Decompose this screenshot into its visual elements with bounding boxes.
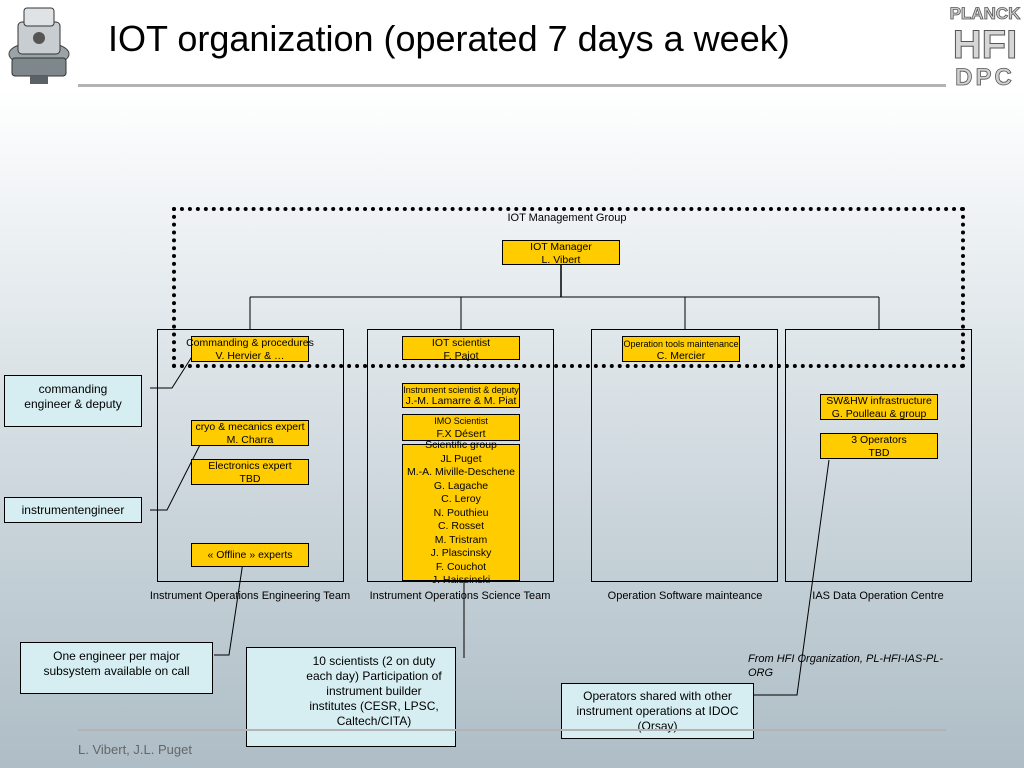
infra-name: G. Poulleau & group: [831, 408, 927, 420]
cryo-role: cryo & mecanics expert: [195, 421, 305, 433]
source-note: From HFI Organization, PL-HFI-IAS-PL-ORG: [748, 653, 943, 679]
engineering-team-label: Instrument Operations Engineering Team: [149, 590, 351, 602]
group-member: JL Puget: [440, 452, 482, 465]
electronics-role: Electronics expert: [208, 460, 292, 472]
commanding-name: V. Hervier & …: [215, 350, 285, 362]
software-column: [591, 329, 778, 582]
commanding-procedures-box: Commanding & procedures V. Hervier & …: [186, 336, 314, 362]
imo-name: F.X Désert: [436, 428, 486, 440]
logo-hfi-text: HFI: [953, 23, 1017, 67]
operators-box: 3 Operators TBD: [820, 433, 938, 459]
operation-tools-name: C. Mercier: [656, 350, 706, 362]
logo-dpc-text: DPC: [955, 64, 1015, 88]
ias-column: [785, 329, 972, 582]
cryo-name: M. Charra: [226, 434, 274, 446]
iot-manager-role: IOT Manager: [530, 241, 592, 253]
group-member: J. Haissinski: [431, 574, 491, 586]
iot-scientist-name: F. Pajot: [443, 350, 479, 362]
deputy-name: J.-M. Lamarre & M. Piat: [405, 395, 517, 407]
iot-scientist-role: IOT scientist: [431, 337, 491, 349]
group-member: M.-A. Miville-Deschene: [407, 466, 515, 478]
iot-manager-name: L. Vibert: [541, 254, 581, 266]
logo-planck-text: PLANCK: [950, 4, 1022, 23]
electronics-expert-box: Electronics expert TBD: [191, 459, 309, 485]
planck-hfi-dpc-logo: PLANCK HFI DPC: [948, 2, 1022, 92]
group-member: J. Plascinsky: [430, 547, 492, 559]
footer-authors: L. Vibert, J.L. Puget: [78, 742, 192, 757]
satellite-robot-icon: [4, 2, 74, 86]
group-member: F. Couchot: [435, 560, 487, 573]
scientific-group-role: Scientific group: [425, 439, 497, 451]
group-member: G. Lagache: [433, 479, 489, 492]
deputy-role: Instrument scientist & deputy: [403, 385, 519, 395]
scientific-group-box: Scientific group JL Puget M.-A. Miville-…: [402, 439, 520, 586]
ias-label: IAS Data Operation Centre: [812, 590, 944, 602]
iot-manager-box: IOT Manager L. Vibert: [502, 240, 620, 266]
electronics-name: TBD: [239, 473, 261, 485]
group-member: N. Pouthieu: [433, 506, 489, 519]
group-member: M. Tristram: [434, 533, 488, 546]
scientists-callout: 10 scientists (2 on duty each day) Parti…: [246, 647, 456, 747]
infra-role: SW&HW infrastructure: [826, 395, 932, 407]
instrument-scientist-deputy-box: Instrument scientist & deputy J.-M. Lama…: [402, 383, 520, 408]
engineering-team-column: [157, 329, 344, 582]
sw-hw-infrastructure-box: SW&HW infrastructure G. Poulleau & group: [820, 394, 938, 420]
commanding-engineer-callout: commanding engineer & deputy: [4, 375, 142, 427]
iot-management-group-frame: [172, 207, 965, 368]
imo-scientist-box: IMO Scientist F.X Désert: [402, 414, 520, 441]
operators-name: TBD: [868, 447, 890, 459]
operators-role: 3 Operators: [851, 434, 907, 446]
group-member: C. Rosset: [437, 520, 485, 532]
operation-tools-role: Operation tools maintenance: [623, 339, 739, 349]
science-team-column: [367, 329, 554, 582]
imo-role: IMO Scientist: [434, 416, 488, 426]
science-team-label: Instrument Operations Science Team: [369, 590, 551, 602]
offline-role: « Offline » experts: [207, 549, 293, 561]
offline-experts-box: « Offline » experts: [191, 543, 309, 567]
footer-divider: [78, 729, 946, 731]
instrument-engineer-callout: instrumentengineer: [4, 497, 142, 523]
software-label: Operation Software mainteance: [607, 590, 763, 602]
commanding-role: Commanding & procedures: [186, 337, 314, 349]
management-group-label: IOT Management Group: [507, 212, 627, 224]
iot-scientist-box: IOT scientist F. Pajot: [402, 336, 520, 362]
cryo-expert-box: cryo & mecanics expert M. Charra: [191, 420, 309, 446]
group-member: C. Leroy: [441, 493, 481, 505]
slide-title: IOT organization (operated 7 days a week…: [108, 18, 790, 59]
one-engineer-callout: One engineer per major subsystem availab…: [20, 642, 213, 694]
title-divider: [78, 84, 946, 87]
operation-tools-box: Operation tools maintenance C. Mercier: [622, 336, 740, 362]
